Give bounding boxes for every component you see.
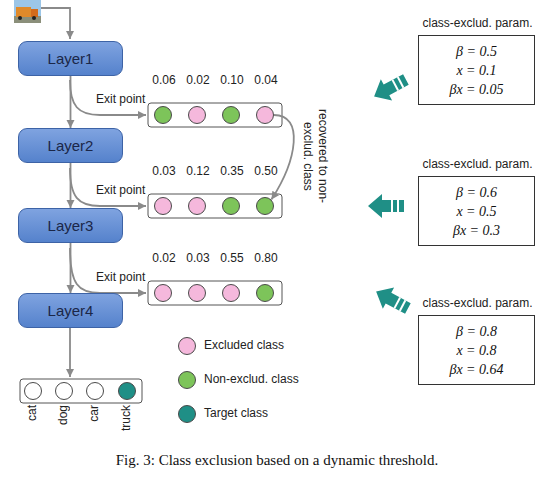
- param-arrow: [368, 194, 404, 218]
- layer-label: Layer4: [48, 302, 94, 319]
- score-value: 0.02: [143, 251, 185, 265]
- class-circle: 0.35: [222, 197, 240, 215]
- class-name: car: [87, 405, 102, 422]
- score-value: 0.04: [245, 73, 287, 87]
- param-heading: class-exclud. param.: [409, 16, 546, 30]
- layer-label: Layer1: [48, 50, 94, 67]
- legend-text: Target class: [204, 406, 268, 420]
- arrow-notch: [394, 298, 400, 309]
- param-value: x = 0.1: [419, 61, 534, 80]
- arrow-notch: [400, 300, 406, 311]
- class-circle: 0.04: [256, 106, 274, 124]
- output-row: [20, 379, 142, 403]
- legend-swatch: [178, 405, 196, 423]
- score-value: 0.80: [245, 251, 287, 265]
- param-arrow-shape: [368, 69, 411, 107]
- score-value: 0.12: [177, 164, 219, 178]
- param-value: β = 0.8: [419, 322, 534, 341]
- class-name: dog: [56, 405, 71, 425]
- layer-arrow: [70, 163, 72, 208]
- score-value: 0.55: [211, 251, 253, 265]
- score-row: [148, 281, 282, 305]
- param-value: βx = 0.05: [419, 80, 534, 99]
- legend-text: Non-exclud. class: [204, 372, 299, 386]
- score-value: 0.50: [245, 164, 287, 178]
- param-heading: class-exclud. param.: [409, 157, 546, 171]
- image-sky: [14, 0, 41, 23]
- param-arrow-shape: [368, 194, 404, 218]
- truck-body: [16, 7, 31, 17]
- output-class-circle: cat: [24, 382, 42, 400]
- layer-label: Layer3: [48, 217, 94, 234]
- param-value: x = 0.5: [419, 202, 534, 221]
- recovery-arrow: [271, 115, 293, 200]
- image-road: [14, 16, 41, 23]
- legend-swatch: [178, 371, 196, 389]
- class-circle: 0.10: [222, 106, 240, 124]
- truck-wheel: [18, 16, 22, 20]
- arrow-notch: [392, 80, 398, 91]
- layer-box: Layer4: [18, 293, 123, 328]
- param-value: β = 0.6: [419, 183, 534, 202]
- score-value: 0.06: [143, 73, 185, 87]
- score-row: [148, 194, 282, 218]
- arrow-notch: [391, 200, 393, 212]
- note-label: recovered to non-exclud. class: [300, 104, 330, 208]
- class-name: cat: [25, 405, 40, 421]
- class-name: truck: [119, 405, 134, 431]
- layer-arrow: [70, 76, 72, 128]
- class-circle: 0.06: [154, 106, 172, 124]
- arrow-notch: [397, 200, 399, 212]
- class-circle: 0.03: [188, 284, 206, 302]
- score-value: 0.10: [211, 73, 253, 87]
- class-circle: 0.80: [256, 284, 274, 302]
- param-value: x = 0.8: [419, 341, 534, 360]
- layer-box: Layer1: [18, 41, 123, 76]
- param-box: class-exclud. param.β = 0.8x = 0.8βx = 0…: [418, 315, 535, 385]
- param-value: βx = 0.3: [419, 221, 534, 240]
- class-circle: 0.12: [188, 197, 206, 215]
- param-arrow: [370, 281, 413, 319]
- layer-box: Layer2: [18, 128, 123, 163]
- class-circle: 0.50: [256, 197, 274, 215]
- exit-branch: [70, 248, 146, 293]
- layer-label: Layer2: [48, 137, 94, 154]
- score-value: 0.03: [177, 251, 219, 265]
- arrow-notch: [398, 77, 404, 88]
- param-box: class-exclud. param.β = 0.5x = 0.1βx = 0…: [418, 35, 535, 105]
- truck-cab: [31, 9, 38, 17]
- input-arrow: [41, 8, 70, 39]
- param-heading: class-exclud. param.: [409, 296, 546, 310]
- layer-arrow: [70, 243, 72, 293]
- score-value: 0.35: [211, 164, 253, 178]
- param-box: class-exclud. param.β = 0.6x = 0.5βx = 0…: [418, 176, 535, 246]
- param-arrow-shape: [370, 281, 413, 319]
- exit-label: Exit point: [96, 183, 145, 197]
- param-value: βx = 0.64: [419, 360, 534, 379]
- score-value: 0.02: [177, 73, 219, 87]
- output-class-circle: dog: [55, 382, 73, 400]
- class-circle: 0.02: [154, 284, 172, 302]
- output-arrow: [69, 328, 71, 377]
- exit-branch: [70, 80, 146, 115]
- figure-caption: Fig. 3: Class exclusion based on a dynam…: [0, 452, 554, 469]
- output-class-circle: car: [86, 382, 104, 400]
- exit-label: Exit point: [96, 270, 145, 284]
- legend-text: Excluded class: [204, 338, 284, 352]
- exit-label: Exit point: [96, 92, 145, 106]
- exit-branch: [70, 168, 146, 206]
- param-value: β = 0.5: [419, 42, 534, 61]
- class-circle: 0.55: [222, 284, 240, 302]
- param-arrow: [368, 69, 411, 107]
- truck-wheel: [32, 16, 36, 20]
- score-row: [148, 103, 282, 127]
- score-value: 0.03: [143, 164, 185, 178]
- layer-box: Layer3: [18, 208, 123, 243]
- output-class-circle: truck: [118, 382, 136, 400]
- legend-swatch: [178, 337, 196, 355]
- input-image: [14, 0, 41, 23]
- class-circle: 0.03: [154, 197, 172, 215]
- class-circle: 0.02: [188, 106, 206, 124]
